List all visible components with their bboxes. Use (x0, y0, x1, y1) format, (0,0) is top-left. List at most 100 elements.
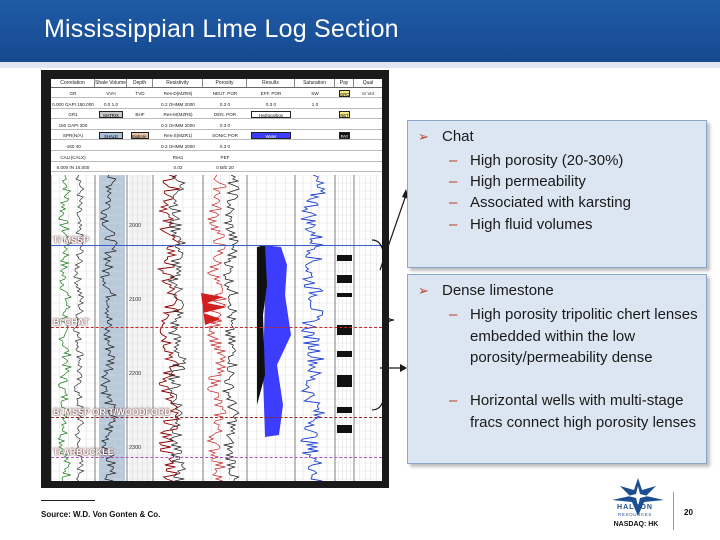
pay-flag (337, 351, 352, 357)
legend-swatch: Bigbore Hole (131, 132, 149, 140)
pay-flag (337, 255, 352, 261)
slide-title: Mississippian Lime Log Section (44, 15, 399, 43)
log-header-cell: 0.2 OHMM 2000 (161, 101, 195, 107)
log-header-cell: 0.0 1.0 (103, 101, 119, 107)
formation-marker: T/ ARBUCKLE (51, 447, 382, 458)
log-header-cell: PEF (220, 154, 230, 160)
bvw-fill (257, 245, 267, 405)
log-header-cell: 0.3 0 (265, 101, 277, 107)
log-header-cell: SPR(N/A) (62, 133, 84, 139)
hydrocarbon-fill (263, 245, 291, 437)
halcon-logo-icon (612, 478, 664, 516)
shale-volume-fill (99, 175, 125, 481)
log-header-cell: 0.3 0 (219, 101, 231, 107)
footer-divider (673, 492, 674, 530)
log-header-cell: GR (69, 91, 77, 96)
bullet-item: –High permeability (449, 171, 699, 193)
density-porosity-curve (221, 174, 240, 481)
callout-heading: ➢Dense limestone (418, 282, 554, 299)
bullet-item: –High porosity tripolitic chert lenses e… (449, 306, 698, 366)
log-header-cell: 6.000 IN 16.000 (56, 165, 90, 171)
col-qual: Qual (362, 80, 374, 86)
bullet-item: –Horizontal wells with multi-stage fracs… (449, 392, 696, 431)
log-header-cell: Res-S(MZR1) (163, 133, 193, 139)
formation-marker: B/ MSSP OR T/WOODFORD (51, 407, 382, 418)
formation-marker-label: T/ ARBUCKLE (53, 447, 114, 457)
bullet-item: –Associated with karsting (449, 192, 699, 214)
dash-icon: – (449, 306, 458, 323)
footnote-rule (41, 500, 95, 501)
bullet-item: –High porosity (20-30%) (449, 150, 699, 172)
log-header-cell: 0.02 (173, 165, 183, 171)
pay-flag (337, 407, 352, 413)
legend-swatch: SHALE (99, 132, 123, 140)
log-header-cell: NEUT. POR (212, 91, 238, 96)
legend-swatch: NET (339, 111, 350, 119)
col-shale-volume: Shale Volume (95, 79, 127, 87)
porosity-spikes (201, 293, 227, 325)
saturation-curve (300, 174, 327, 481)
depth-label: 2100 (129, 297, 142, 303)
log-header-cell: Res1 (172, 154, 184, 160)
sp-curve (72, 174, 85, 481)
resistivity-shallow-curve (167, 174, 187, 481)
title-bar: Mississippian Lime Log Section (0, 0, 720, 62)
log-header-cell: GR1 (68, 112, 78, 118)
log-header-cell: 0.3 0 (219, 144, 231, 149)
col-porosity: Porosity (203, 79, 247, 87)
callout-chat: ➢Chat –High porosity (20-30%) –High perm… (407, 120, 707, 268)
col-correlation: Correlation (51, 79, 95, 87)
neutron-porosity-curve (206, 174, 227, 481)
col-depth: Depth (127, 79, 153, 87)
dash-icon: – (449, 216, 458, 233)
dash-icon: – (449, 152, 458, 169)
bullet-item: –High fluid volumes (449, 214, 699, 236)
vsh-curve (99, 174, 118, 481)
pay-flag (337, 275, 352, 283)
log-header-row: CALI(CALX) Res1 PEF (51, 153, 382, 162)
callout-heading: ➢Chat (418, 128, 474, 145)
pay-flag (337, 293, 352, 297)
ticker: NASDAQ: HK (613, 521, 659, 528)
formation-marker-label: B/ MSSP OR T/WOODFORD (53, 407, 171, 417)
title-band (0, 62, 720, 68)
dash-icon: – (449, 173, 458, 190)
log-column-headers: Correlation Shale Volume Depth Resistivi… (51, 79, 382, 88)
source-note: Source: W.D. Von Gonten & Co. (41, 510, 161, 519)
log-header-row: 6.000 IN 16.000 0.02 0 B/E 20 (51, 163, 382, 173)
log-header-cell: TVD (135, 91, 145, 96)
log-header-cell: -160 40 (65, 144, 81, 149)
log-header-cell: SW (311, 91, 319, 96)
col-saturation: Saturation (295, 79, 335, 87)
formation-marker-label: B/ CHAT (53, 317, 89, 327)
log-header-cell: 0.3 0 (219, 122, 231, 128)
log-header-cell: Res-M(MZR5) (163, 112, 193, 118)
log-header-cell: VVH (106, 91, 116, 96)
log-header-cell: Res-D(MZR9) (163, 91, 193, 96)
legend-swatch: Water (251, 132, 291, 140)
log-header-cell: SONIC POR (212, 133, 238, 139)
formation-marker: T/ MSSP (51, 235, 382, 246)
log-section: Correlation Shale Volume Depth Resistivi… (51, 79, 382, 481)
log-header-cell: DEN. POR (213, 112, 237, 118)
log-header-cell: 0 B/E 20 (216, 165, 234, 171)
legend-swatch: PAY (339, 132, 350, 140)
pay-flag (337, 375, 352, 387)
log-header-cell: 0.2 OHMM 2000 (161, 144, 195, 149)
log-header-cell: CALI(CALX) (60, 154, 86, 160)
log-header-cell: 1 0 (311, 101, 319, 107)
col-pay: Pay (335, 79, 354, 87)
log-header-cell: EFF. POR (260, 91, 282, 96)
col-resistivity: Resistivity (153, 79, 203, 87)
resistivity-deep-curve (156, 174, 182, 481)
col-results: Results (247, 79, 295, 87)
depth-label: 2000 (129, 223, 142, 229)
log-header-cell: 0.2 OHMM 2000 (161, 122, 195, 128)
callout-dense-limestone: ➢Dense limestone –High porosity tripolit… (407, 274, 707, 464)
page-number: 20 (684, 508, 693, 517)
